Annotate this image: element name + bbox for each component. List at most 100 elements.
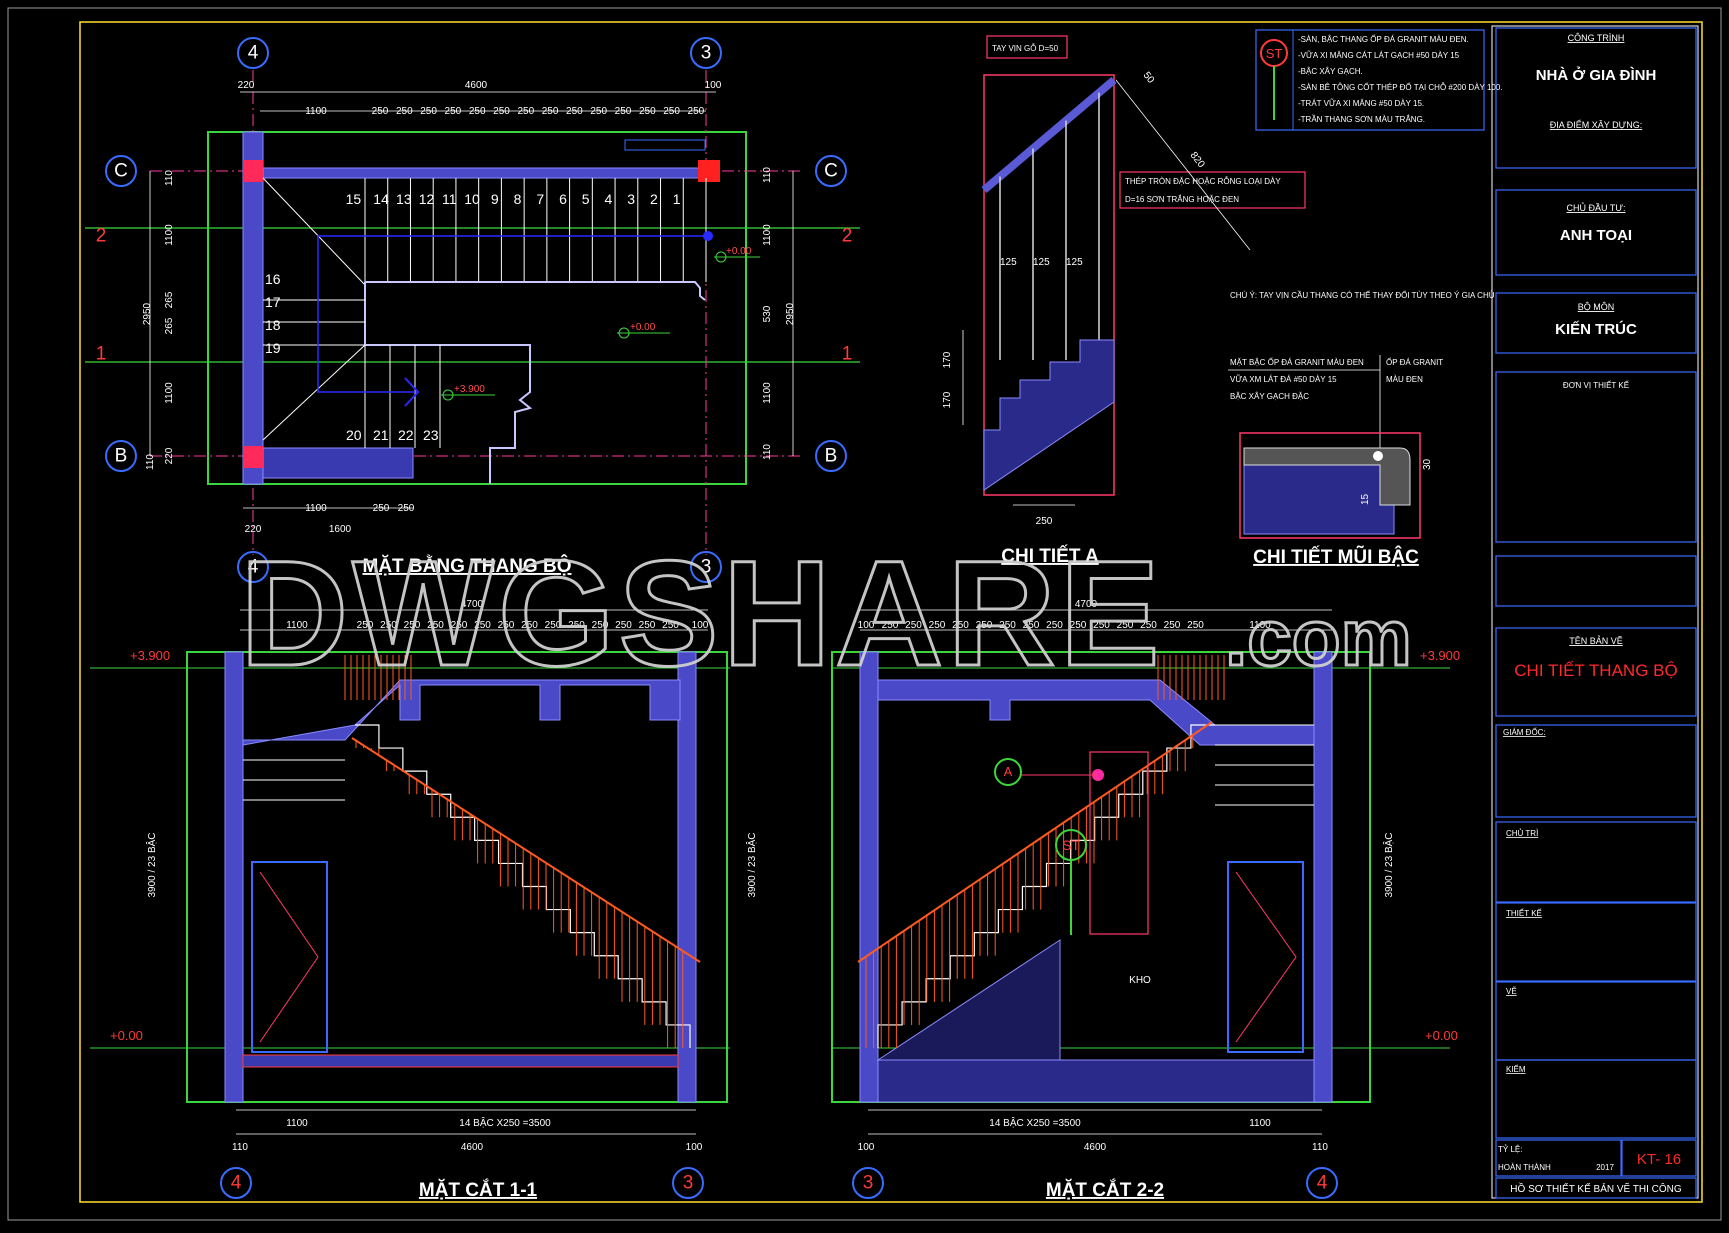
- detail-a: TAY VỊN GỖ D=50 THÉP TRÒN ĐẶC HOẶC RỖNG …: [942, 35, 1495, 567]
- svg-text:+0.00: +0.00: [726, 246, 752, 257]
- sheet-inner-border: [79, 21, 1703, 1203]
- svg-text:+3.900: +3.900: [454, 384, 485, 395]
- spacing-1: 125: [1000, 257, 1017, 268]
- st-line-5: -TRÁT VỮA XI MĂNG #50 DÀY 15.: [1298, 99, 1424, 108]
- grid-bubble-4-top: [237, 37, 269, 69]
- step-number: 14: [373, 191, 389, 207]
- plan-dim-left-1100: 1100: [164, 224, 175, 246]
- tb-location-label: ĐỊA ĐIỂM XÂY DỰNG:: [1550, 119, 1643, 130]
- s22-tread-dim: 250: [1117, 620, 1134, 631]
- st-line-6: -TRẦN THANG SƠN MÀU TRẮNG.: [1298, 114, 1425, 124]
- grid-bubble-b-left: [105, 440, 137, 472]
- step-number: 1: [673, 191, 681, 207]
- step-18: 18: [265, 317, 281, 333]
- plan-dim-220: 220: [238, 80, 255, 91]
- s11-vertical-r: 3900 / 23 BẬC: [745, 832, 758, 897]
- s11-tread-dim: 250: [592, 620, 609, 631]
- plan-tread-dim: 250: [469, 106, 486, 117]
- tb-check: KIỂM: [1506, 1065, 1526, 1074]
- plan-tread-dim: 250: [566, 106, 583, 117]
- tb-sheet-label: TÊN BẢN VẼ: [1569, 635, 1623, 646]
- plan-tread-dim: 250: [396, 106, 413, 117]
- s11-dim-right: 100: [692, 620, 709, 631]
- plan-dim-total: 4600: [465, 80, 488, 91]
- s11-tread-dim: 250: [451, 620, 468, 631]
- s22-st-tag: ST: [1062, 837, 1080, 853]
- s11-tread-dim: 250: [521, 620, 538, 631]
- s22-storage: KHO: [1129, 975, 1151, 986]
- s11-bot-steps: 14 BẬC X250 =3500: [459, 1116, 551, 1129]
- step-number: 11: [442, 191, 457, 207]
- s11-tread-dim: 250: [474, 620, 491, 631]
- s22-stair-flight: [857, 655, 1225, 1048]
- tb-draw: VẼ: [1506, 987, 1517, 996]
- s22-dim-right: 1100: [1249, 620, 1271, 631]
- tb-design: THIẾT KẾ: [1506, 908, 1542, 918]
- s22-vertical: 3900 / 23 BẬC: [1382, 832, 1395, 897]
- plan-winder-line-2: [262, 344, 366, 441]
- tb-director: GIÁM ĐỐC:: [1503, 727, 1546, 737]
- step-number: 10: [464, 191, 480, 207]
- s11-stair-flight: [344, 655, 701, 1048]
- handrail: [981, 76, 1117, 194]
- s11-tread-dim: 250: [404, 620, 421, 631]
- s11-title: MẶT CẮT 1-1: [419, 1179, 538, 1201]
- nosing-line-3: BẬC XÂY GẠCH ĐẶC: [1230, 392, 1309, 401]
- column-c4: [243, 160, 263, 182]
- nosing-r2: MÀU ĐEN: [1386, 375, 1423, 384]
- plan-tread-dim: 250: [420, 106, 437, 117]
- nosing-line-1: MẶT BẬC ỐP ĐÁ GRANIT MÀU ĐEN: [1230, 357, 1364, 367]
- step-number: 13: [396, 191, 412, 207]
- plan-dim-100: 100: [705, 80, 722, 91]
- step-number: 2: [650, 191, 658, 207]
- s22-bot-steps: 14 BẬC X250 =3500: [989, 1116, 1081, 1129]
- svg-text:4: 4: [248, 557, 259, 578]
- s11-door-swing: [259, 871, 319, 1043]
- spacing-3: 125: [1066, 257, 1083, 268]
- rail-tag: TAY VỊN GỖ D=50: [992, 44, 1059, 53]
- plan-wall-left: [242, 131, 264, 485]
- grid-bubble-c-right: [815, 155, 847, 187]
- s22-level-top: +3.900: [1420, 648, 1460, 663]
- plan-dim-right-1100b: 1100: [762, 382, 773, 404]
- tb-sheet-name: CHI TIẾT THANG BỘ: [1514, 661, 1677, 680]
- tb-owner-name: ANH TOẠI: [1560, 227, 1632, 244]
- svg-text:1: 1: [842, 344, 853, 365]
- s11-tread-dim: 250: [498, 620, 515, 631]
- tb-footer: HỒ SƠ THIẾT KẾ BẢN VẼ THI CÔNG: [1510, 1182, 1682, 1195]
- watermark-suffix: .com: [1225, 593, 1412, 682]
- s11-tread-dim: 250: [615, 620, 632, 631]
- svg-text:1: 1: [96, 344, 107, 365]
- plan-tread-dim: 250: [542, 106, 559, 117]
- s22-detail-a-tag: A: [1004, 764, 1013, 779]
- plan-dim-1100: 1100: [305, 106, 327, 117]
- s11-vertical: 3900 / 23 BẬC: [145, 832, 158, 897]
- s11-tread-dim: 250: [357, 620, 374, 631]
- st-line-1: -SÀN, BẬC THANG ỐP ĐÁ GRANIT MÀU ĐEN.: [1298, 34, 1469, 44]
- s22-wall-left: [859, 651, 879, 1103]
- step-21: 21: [373, 427, 389, 443]
- s11-wall-right: [677, 651, 697, 1103]
- s11-level-bot: +0.00: [110, 1028, 143, 1043]
- plan-walking-line: [317, 235, 708, 393]
- nosing-line-2: VỮA XM LÁT ĐÁ #50 DÀY 15: [1230, 375, 1337, 384]
- spacing-2: 125: [1033, 257, 1050, 268]
- s22-dim-top: 4700: [1075, 599, 1098, 610]
- plan-title: MẶT BẰNG THANG BỘ: [363, 555, 572, 577]
- s22-detail-a-bubble: [994, 758, 1022, 786]
- s22-tread-dim: 250: [976, 620, 993, 631]
- plan-tread-dim: 250: [590, 106, 607, 117]
- st-legend: ST -SÀN, BẬC THANG ỐP ĐÁ GRANIT MÀU ĐEN.…: [1255, 29, 1503, 131]
- grid-bubble-4-s11: [220, 1167, 252, 1199]
- tb-dept-name: KIẾN TRÚC: [1555, 320, 1637, 338]
- step-23: 23: [423, 427, 439, 443]
- plan-wall-bottom: [262, 447, 414, 479]
- step-number: 4: [605, 191, 613, 207]
- detail-a-steps: [983, 339, 1115, 491]
- s11-stair-profile: [355, 724, 691, 1048]
- bar-tag-2: D=16 SƠN TRẮNG HOẶC ĐEN: [1125, 195, 1239, 204]
- step-22: 22: [398, 427, 414, 443]
